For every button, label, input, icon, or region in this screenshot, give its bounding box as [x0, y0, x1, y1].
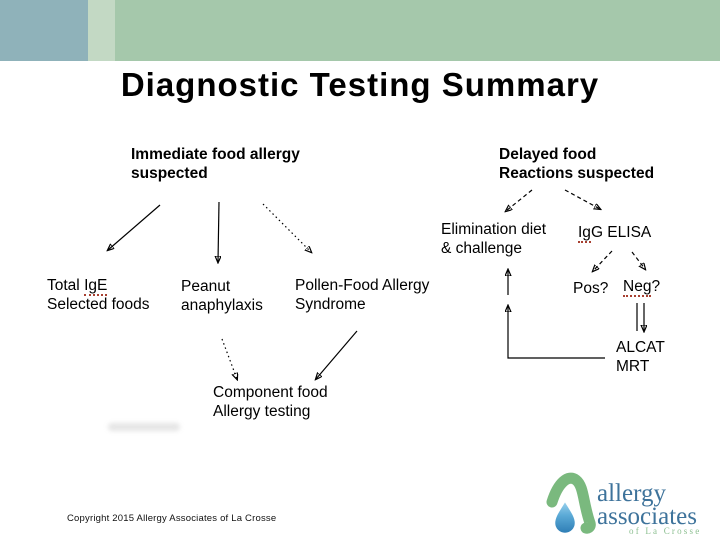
page-title: Diagnostic Testing Summary	[120, 66, 600, 103]
node-line: ALCAT	[616, 339, 665, 356]
arrow-igg-to-neg	[631, 251, 645, 269]
arrow-delayed-to-igg	[564, 189, 600, 209]
arrow-immediate-to-peanut	[218, 201, 219, 262]
misspelled-word: Neg	[623, 278, 652, 297]
node-line: Selected foods	[47, 296, 150, 313]
node-line: MRT	[616, 358, 650, 375]
node-pos: Pos?	[573, 279, 608, 298]
logo-swoosh	[546, 472, 596, 534]
node-line: Reactions suspected	[499, 165, 655, 182]
misspelled-word: Ig	[578, 224, 591, 243]
node-neg: Neg?	[623, 277, 661, 297]
node-line: Delayed food	[499, 146, 597, 163]
node-line: IgG ELISA	[578, 224, 652, 243]
node-line: Elimination diet	[441, 221, 547, 238]
arrow-alcat-to-elimination-lower	[508, 306, 605, 359]
banner-block-green	[115, 0, 720, 61]
logo-water-drop-icon	[553, 499, 577, 535]
logo-word-allergy: allergy	[597, 480, 666, 507]
node-line: & challenge	[441, 240, 523, 257]
banner-block-blue	[0, 0, 88, 61]
arrow-igg-to-pos	[593, 250, 613, 271]
node-immediate-food-allergy: Immediate food allergy suspected	[131, 145, 300, 183]
node-peanut-anaphylaxis: Peanut anaphylaxis	[181, 277, 263, 315]
copyright-text: Copyright 2015 Allergy Associates of La …	[67, 513, 277, 524]
allergy-associates-logo: allergy associates of La Crosse	[545, 470, 715, 536]
node-pollen-food-allergy: Pollen-Food Allergy Syndrome	[295, 276, 429, 314]
node-line: Pos?	[573, 280, 609, 297]
logo-word-associates: associates	[597, 503, 697, 530]
node-delayed-food-reactions: Delayed food Reactions suspected	[499, 145, 654, 183]
arrow-peanut-to-component	[221, 338, 237, 379]
banner-block-light	[88, 0, 115, 61]
node-total-ige: Total IgE Selected foods	[47, 276, 150, 314]
node-igg-elisa: IgG ELISA	[578, 223, 652, 243]
node-line: Syndrome	[295, 296, 366, 313]
logo-tagline: of La Crosse	[629, 526, 701, 536]
node-line: Total IgE	[47, 277, 108, 296]
arrow-pollen-to-component	[316, 330, 358, 379]
top-banner	[0, 0, 720, 61]
arrow-delayed-to-elimination	[506, 189, 533, 211]
node-line: anaphylaxis	[181, 297, 263, 314]
arrow-immediate-to-pollen	[262, 203, 311, 252]
node-component-food-testing: Component food Allergy testing	[213, 383, 328, 421]
node-line: Immediate food allergy	[131, 146, 300, 163]
node-alcat-mrt: ALCAT MRT	[616, 338, 665, 376]
node-elimination-diet: Elimination diet & challenge	[441, 220, 546, 258]
node-line: Peanut	[181, 278, 231, 295]
node-line: Allergy testing	[213, 403, 311, 420]
node-line: Component food	[213, 384, 328, 401]
faint-smudge	[108, 423, 180, 431]
arrow-immediate-to-total	[108, 204, 161, 250]
node-line: Neg?	[623, 278, 661, 297]
misspelled-word: IgE	[84, 277, 108, 296]
node-line: Pollen-Food Allergy	[295, 277, 430, 294]
node-line: suspected	[131, 165, 208, 182]
